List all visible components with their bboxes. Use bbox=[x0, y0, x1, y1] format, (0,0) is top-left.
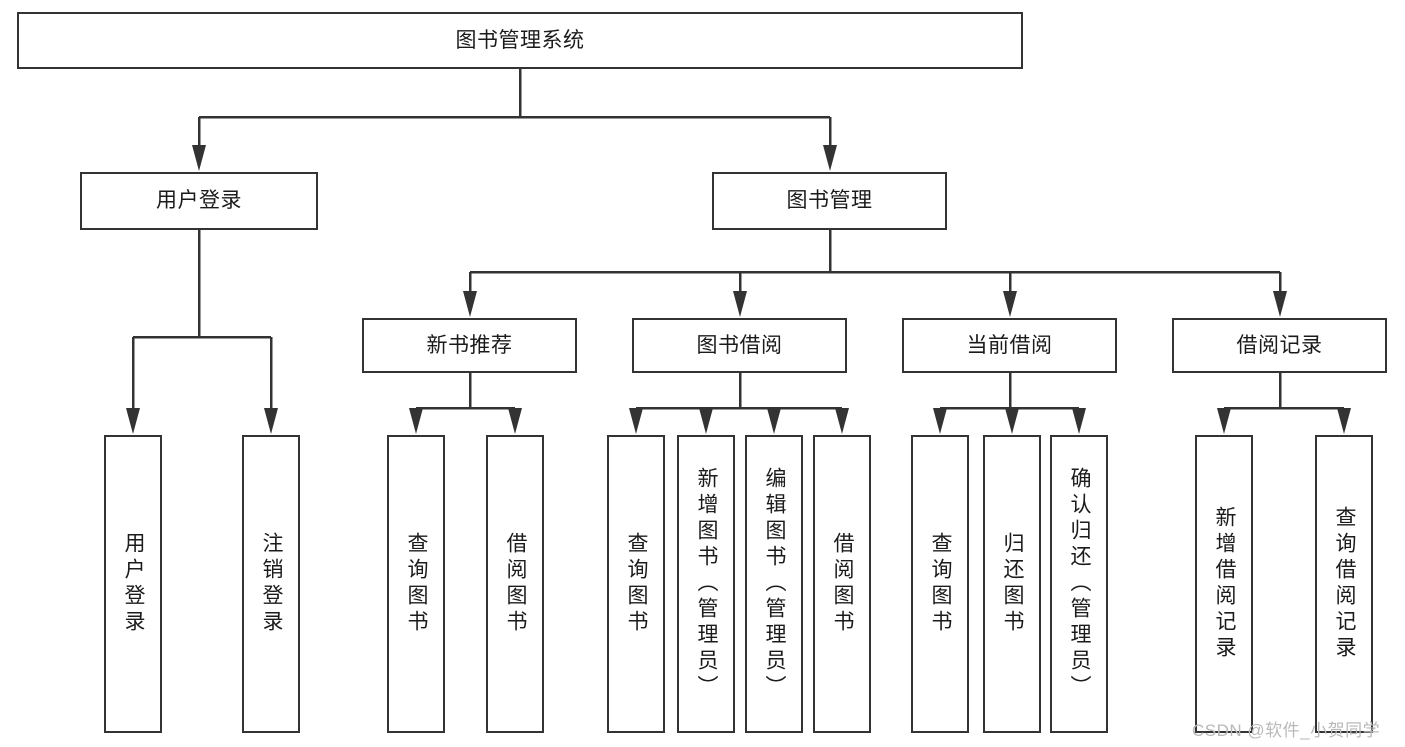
arrowhead-icon bbox=[1217, 408, 1231, 434]
node-label: 确认归还（管理员） bbox=[1068, 467, 1092, 701]
node-leaf-query-book-3: 查询图书 bbox=[911, 435, 969, 733]
node-label: 当前借阅 bbox=[966, 333, 1053, 357]
node-book-manage: 图书管理 bbox=[712, 172, 947, 230]
arrowhead-icon bbox=[409, 408, 423, 434]
node-label: 查询图书 bbox=[929, 532, 953, 636]
node-leaf-query-record: 查询借阅记录 bbox=[1315, 435, 1373, 733]
node-root: 图书管理系统 bbox=[17, 12, 1023, 69]
node-label: 图书借阅 bbox=[696, 333, 783, 357]
arrowhead-icon bbox=[767, 408, 781, 434]
node-label: 图书管理系统 bbox=[455, 28, 585, 52]
arrowhead-icon bbox=[733, 291, 747, 317]
arrowhead-icon bbox=[1072, 408, 1086, 434]
node-label: 查询图书 bbox=[625, 532, 649, 636]
node-current-borrow: 当前借阅 bbox=[902, 318, 1117, 373]
node-label: 编辑图书（管理员） bbox=[763, 467, 787, 701]
node-book-borrow: 图书借阅 bbox=[632, 318, 847, 373]
node-leaf-logout: 注销登录 bbox=[242, 435, 300, 733]
arrowhead-icon bbox=[1273, 291, 1287, 317]
node-leaf-query-book-1: 查询图书 bbox=[387, 435, 445, 733]
node-label: 借阅图书 bbox=[831, 532, 855, 636]
arrowhead-icon bbox=[192, 145, 206, 171]
arrowhead-icon bbox=[933, 408, 947, 434]
node-label: 新增借阅记录 bbox=[1213, 506, 1237, 662]
node-label: 查询图书 bbox=[405, 532, 429, 636]
arrowhead-icon bbox=[823, 145, 837, 171]
arrowhead-icon bbox=[835, 408, 849, 434]
node-new-book-rec: 新书推荐 bbox=[362, 318, 577, 373]
node-leaf-user-login: 用户登录 bbox=[104, 435, 162, 733]
node-leaf-return-book: 归还图书 bbox=[983, 435, 1041, 733]
arrowhead-icon bbox=[126, 408, 140, 434]
node-label: 归还图书 bbox=[1001, 532, 1025, 636]
node-label: 借阅记录 bbox=[1236, 333, 1323, 357]
node-leaf-add-book: 新增图书（管理员） bbox=[677, 435, 735, 733]
arrowhead-icon bbox=[508, 408, 522, 434]
arrowhead-icon bbox=[1005, 408, 1019, 434]
node-label: 注销登录 bbox=[260, 532, 284, 636]
arrowhead-icon bbox=[463, 291, 477, 317]
node-leaf-edit-book: 编辑图书（管理员） bbox=[745, 435, 803, 733]
node-label: 查询借阅记录 bbox=[1333, 506, 1357, 662]
node-label: 借阅图书 bbox=[504, 532, 528, 636]
node-label: 新增图书（管理员） bbox=[695, 467, 719, 701]
node-leaf-borrow-book-1: 借阅图书 bbox=[486, 435, 544, 733]
node-leaf-confirm-return: 确认归还（管理员） bbox=[1050, 435, 1108, 733]
watermark-text: CSDN @软件_小贺同学 bbox=[1192, 721, 1381, 740]
arrowhead-icon bbox=[1337, 408, 1351, 434]
node-label: 图书管理 bbox=[786, 189, 873, 213]
arrowhead-icon bbox=[264, 408, 278, 434]
node-leaf-query-book-2: 查询图书 bbox=[607, 435, 665, 733]
node-borrow-record: 借阅记录 bbox=[1172, 318, 1387, 373]
arrowhead-icon bbox=[629, 408, 643, 434]
arrowhead-icon bbox=[1003, 291, 1017, 317]
node-label: 新书推荐 bbox=[426, 333, 513, 357]
node-label: 用户登录 bbox=[122, 532, 146, 636]
node-leaf-add-record: 新增借阅记录 bbox=[1195, 435, 1253, 733]
node-leaf-borrow-book-2: 借阅图书 bbox=[813, 435, 871, 733]
arrowhead-icon bbox=[699, 408, 713, 434]
node-label: 用户登录 bbox=[156, 189, 242, 213]
node-user-login: 用户登录 bbox=[80, 172, 318, 230]
